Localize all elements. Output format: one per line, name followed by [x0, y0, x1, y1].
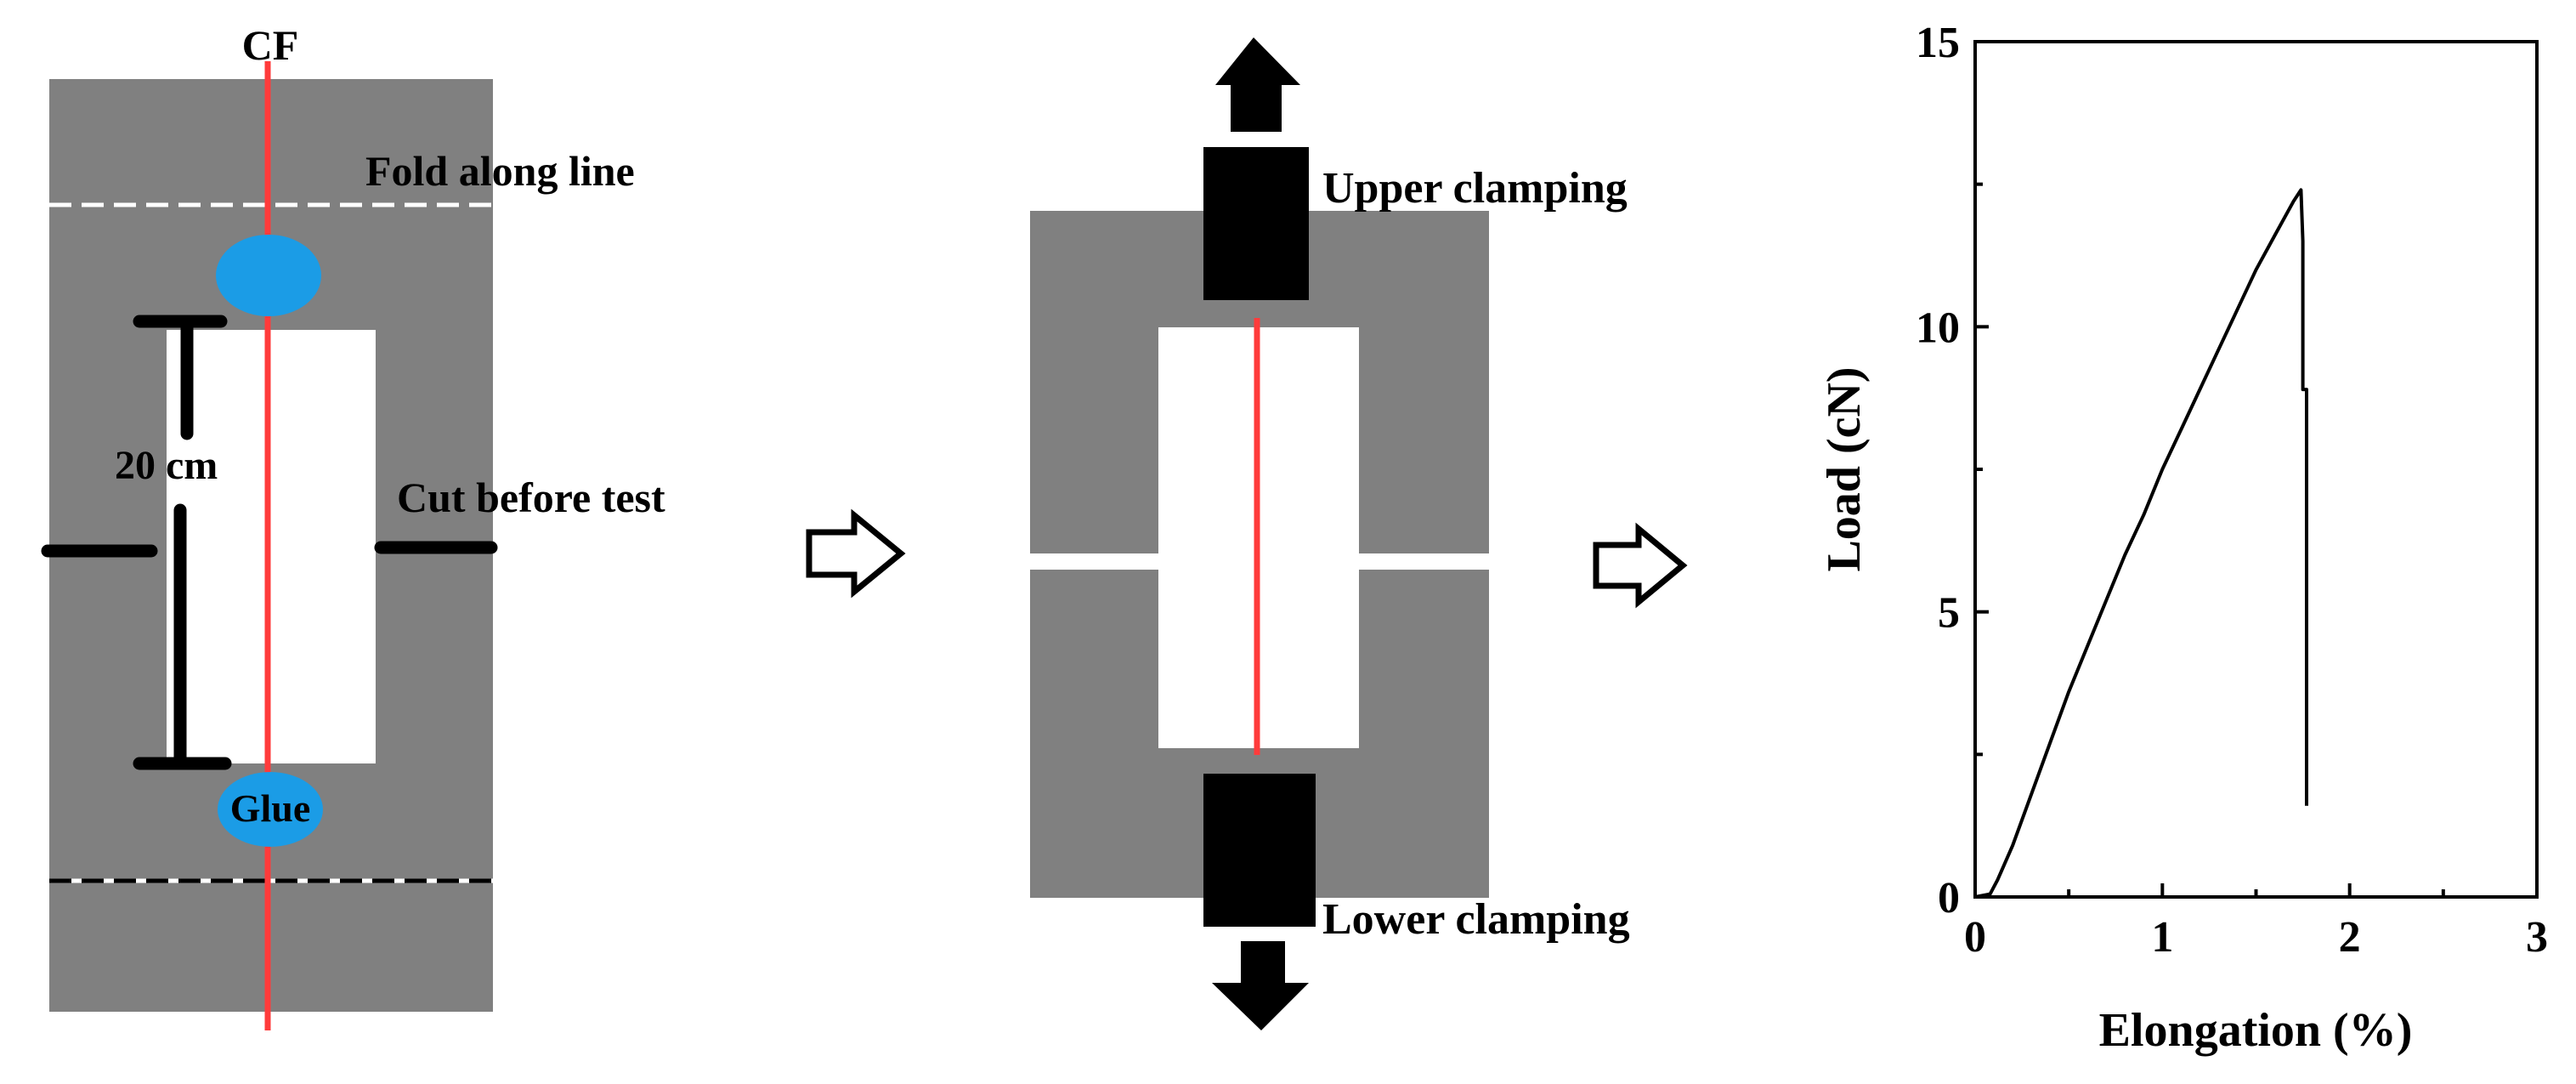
right-arrow-outline-icon-2	[1593, 522, 1688, 609]
y-tick-label: 15	[1916, 19, 1960, 67]
lower-clamp-label: Lower clamping	[1322, 895, 1630, 944]
lower-clamp	[1203, 774, 1316, 927]
down-arrow-icon	[1212, 941, 1309, 1030]
x-tick-label: 0	[1964, 913, 1986, 962]
fiber-label: CF	[242, 21, 299, 69]
x-tick-label: 1	[2151, 913, 2173, 962]
glue-dot-top	[216, 235, 321, 316]
tick-marks	[1973, 40, 2539, 899]
fold-label: Fold along line	[365, 147, 635, 195]
right-arrow-outline-icon	[806, 508, 906, 599]
load-curve	[1974, 188, 2308, 899]
cut-window	[167, 330, 376, 763]
y-axis-label: Load (cN)	[1818, 366, 1871, 571]
glue-dot-bottom	[218, 772, 323, 847]
x-axis-label: Elongation (%)	[2099, 1004, 2413, 1057]
upper-clamp-label: Upper clamping	[1322, 164, 1628, 213]
upper-clamp	[1203, 147, 1309, 300]
up-arrow-icon	[1215, 37, 1300, 132]
specimen-panel: CF Fold along line 20 cm Cut before test…	[41, 21, 665, 1030]
length-dimension	[133, 315, 232, 770]
x-tick-label: 2	[2339, 913, 2361, 962]
cut-marks	[41, 541, 498, 558]
x-tick-label: 3	[2526, 913, 2548, 962]
tick-labels: 0 1 2 3 0 5 10 15	[1916, 19, 2548, 962]
cut-label: Cut before test	[397, 474, 665, 521]
y-tick-label: 5	[1938, 589, 1960, 638]
mounting-panel: Upper clamping Lower clamping	[1030, 37, 1630, 1030]
y-tick-label: 0	[1938, 874, 1960, 922]
plot-frame	[1973, 40, 2539, 899]
y-tick-label: 10	[1916, 304, 1960, 352]
glue-label: Glue	[230, 786, 311, 830]
length-label: 20 cm	[115, 443, 218, 488]
load-elongation-chart: 0 1 2 3 0 5 10 15 Elongation (%) Load (cN)	[1818, 19, 2548, 1057]
